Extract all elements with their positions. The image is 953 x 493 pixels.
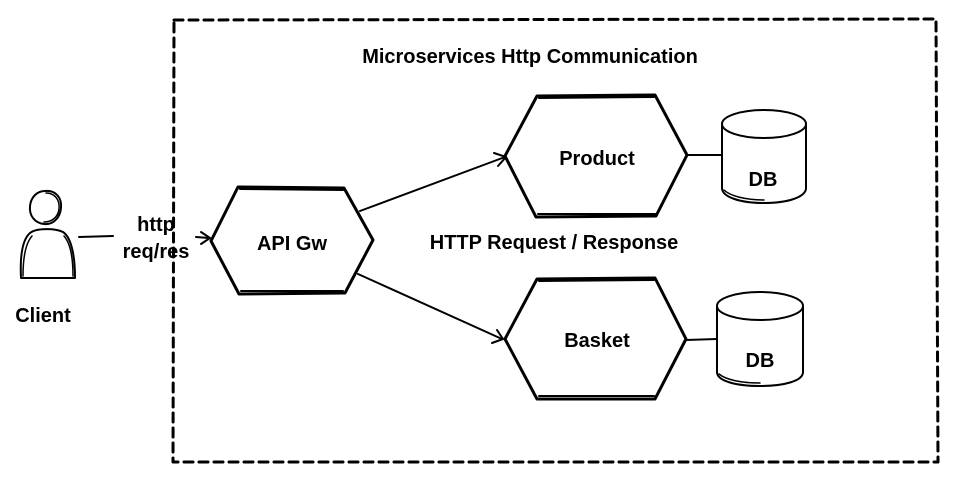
- basket-service-label: Basket: [564, 330, 630, 352]
- product-service-label: Product: [559, 148, 635, 170]
- link-label-http: http: [137, 214, 175, 236]
- basket-database: DB: [716, 291, 804, 387]
- product-service-node: Product: [503, 93, 689, 219]
- client-actor: Client: [15, 189, 76, 327]
- api-gateway-label: API Gw: [257, 233, 327, 255]
- gateway-product-arrow: [359, 152, 507, 212]
- gateway-basket-arrow: [357, 273, 504, 344]
- link-label-reqres: req/res: [123, 241, 190, 263]
- basket-service-node: Basket: [503, 276, 688, 401]
- client-gateway-link: http req/res: [78, 214, 211, 263]
- api-gateway-node: API Gw: [209, 185, 375, 296]
- service-boundary: [171, 17, 940, 464]
- basket-db-label: DB: [746, 350, 775, 372]
- boundary-title: Microservices Http Communication: [362, 46, 698, 68]
- database-icon: [716, 291, 804, 387]
- database-icon: [721, 109, 807, 204]
- product-database: DB: [721, 109, 807, 204]
- person-icon: [19, 189, 76, 279]
- basket-db-link: [685, 338, 718, 341]
- http-request-response-label: HTTP Request / Response: [430, 232, 679, 254]
- product-db-label: DB: [749, 169, 778, 191]
- client-label: Client: [15, 305, 71, 327]
